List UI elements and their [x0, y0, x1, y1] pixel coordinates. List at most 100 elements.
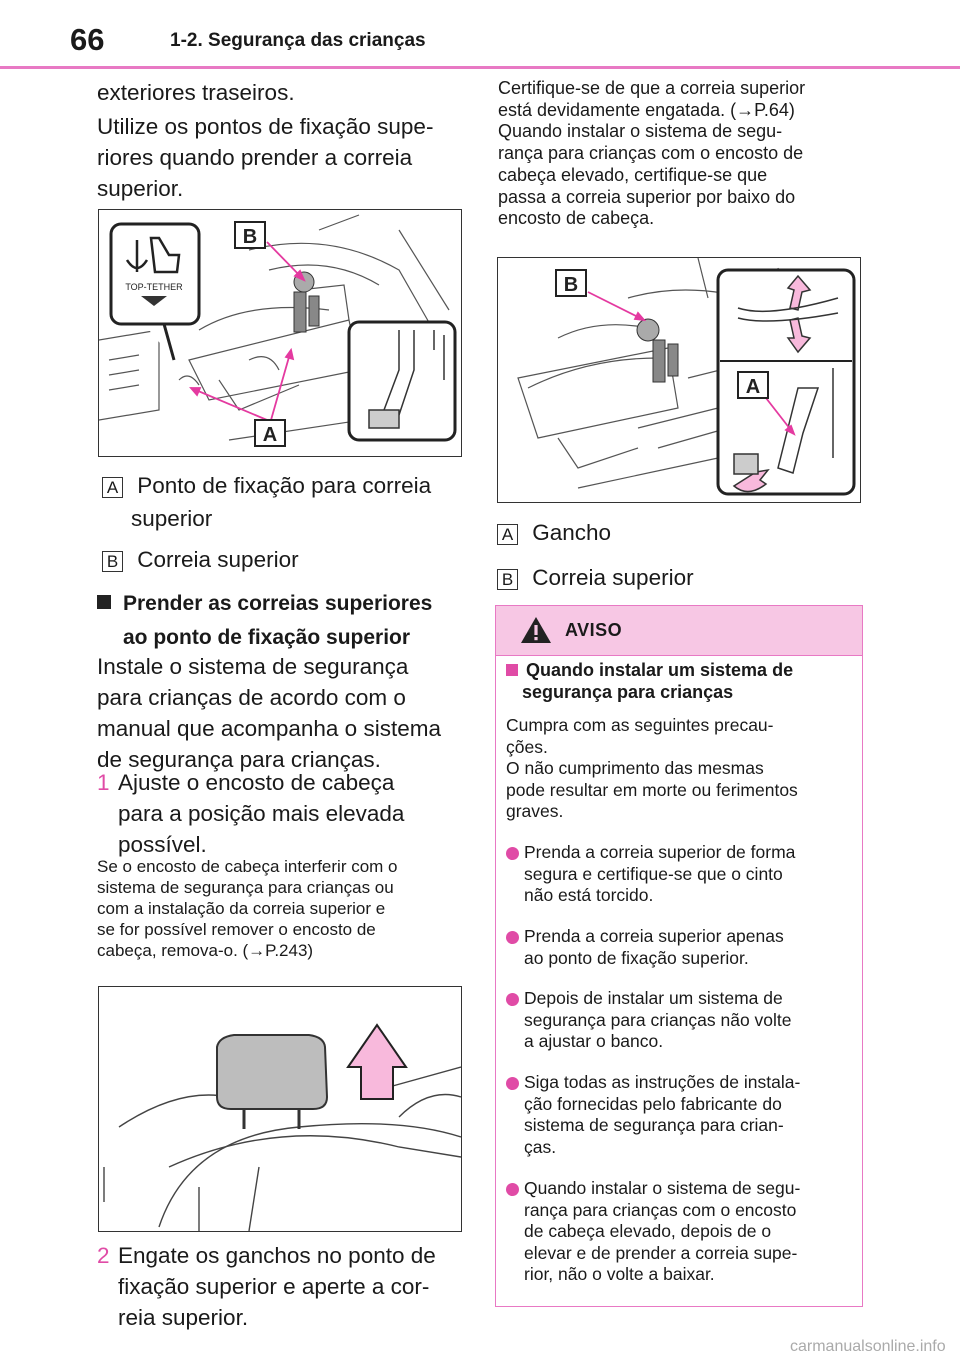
legend-a-left: A Ponto de fixação para correia superior — [102, 470, 472, 534]
warning-box: AVISO Quando instalar um sistema de segu… — [495, 605, 863, 1307]
legend-text: Correia superior — [137, 547, 299, 572]
step-line: fixação superior e aperte a cor- — [118, 1274, 430, 1299]
text-line: superior. — [97, 176, 184, 201]
text-line: Utilize os pontos de fixação supe- — [97, 114, 434, 139]
callout-b: B — [243, 226, 257, 248]
step-line: reia superior. — [118, 1305, 249, 1330]
warning-intro: Cumpra com as seguintes precau- ções. O … — [506, 715, 851, 823]
text-line: ções. — [506, 736, 548, 757]
bullet-line: elevar e de prender a correia supe- — [524, 1242, 798, 1263]
legend-a-right: A Gancho — [497, 517, 867, 548]
heading-marker — [97, 595, 111, 609]
figure-3-drawing — [103, 1023, 461, 1231]
note-line: cabeça, remova-o. (→P.243) — [97, 941, 314, 960]
text-line: Instale o sistema de segurança — [97, 654, 409, 679]
step-number: 2 — [97, 1243, 110, 1268]
legend-text: Ponto de fixação para correia — [137, 473, 432, 498]
text-line: está devidamente engatada. (→P.64) — [498, 99, 795, 120]
legend-key: B — [102, 551, 123, 572]
header-rule — [0, 66, 960, 69]
legend-b-right: B Correia superior — [497, 562, 867, 593]
heading-marker — [506, 664, 518, 676]
step-number: 1 — [97, 770, 110, 795]
procedure-heading: Prender as correias superiores ao ponto … — [97, 588, 467, 653]
text-line: passa a correia superior por baixo do — [498, 186, 796, 207]
warning-triangle-icon — [521, 617, 551, 643]
text-line: rança para crianças com o encosto de — [498, 143, 804, 164]
text-line: O não cumprimento das mesmas — [506, 758, 764, 778]
heading-line: Prender as correias superiores — [123, 592, 433, 615]
warning-bullet: Quando instalar o sistema de segu- rança… — [506, 1178, 851, 1286]
figure-2-drawing: B A — [517, 258, 856, 496]
bullet-dot — [506, 1183, 519, 1196]
text-line: para crianças de acordo com o — [97, 685, 406, 710]
bullet-line: segurança para crianças não volte — [524, 1009, 792, 1030]
text-line: cabeça elevado, certifique-se que — [498, 164, 768, 185]
note-line: com a instalação da correia superior e — [97, 899, 386, 918]
text-line: Cumpra com as seguintes precau- — [506, 715, 774, 735]
bullet-line: sistema de segurança para crian- — [524, 1115, 784, 1135]
legend-key: A — [102, 477, 123, 498]
warning-header: AVISO — [496, 606, 862, 656]
text-line: encosto de cabeça. — [498, 208, 655, 229]
right-intro: Certifique-se de que a correia superior … — [498, 78, 868, 230]
warning-heading: Quando instalar um sistema de segurança … — [506, 660, 851, 703]
note-line: se for possível remover o encosto de — [97, 920, 376, 939]
note-line: sistema de segurança para crianças ou — [97, 878, 394, 897]
note-line: Se o encosto de cabeça interferir com o — [97, 857, 398, 876]
bullet-line: não está torcido. — [524, 885, 654, 905]
figure-top-tether-anchor: TOP-TETHER B A — [98, 209, 462, 457]
bullet-dot — [506, 847, 519, 860]
legend-key: B — [497, 569, 518, 590]
warning-title: AVISO — [565, 620, 623, 640]
bullet-dot — [506, 993, 519, 1006]
text-line: riores quando prender a correia — [97, 145, 413, 170]
callout-b: B — [564, 274, 578, 296]
watermark: carmanualsonline.info — [790, 1338, 946, 1355]
text-line: Quando instalar o sistema de segu- — [498, 121, 783, 142]
legend-text: Correia superior — [532, 565, 694, 590]
bullet-line: de cabeça elevado, depois de o — [524, 1221, 772, 1241]
bullet-line: rior, não o volte a baixar. — [524, 1264, 715, 1284]
warning-bullet: Siga todas as instruções de instala- ção… — [506, 1072, 851, 1158]
text-line: Certifique-se de que a correia superior — [498, 78, 806, 98]
figure-1-drawing: TOP-TETHER B A — [99, 214, 457, 447]
step-line: para a posição mais elevada — [118, 801, 405, 826]
section-title: 1-2. Segurança das crianças — [170, 30, 426, 51]
warning-heading-line: Quando instalar um sistema de — [526, 660, 794, 680]
warning-bullet: Prenda a correia superior apenas ao pont… — [506, 926, 851, 969]
callout-a: A — [263, 424, 277, 446]
legend-b-left: B Correia superior — [102, 544, 472, 575]
bullet-line: Depois de instalar um sistema de — [524, 988, 783, 1008]
bullet-line: ças. — [524, 1136, 557, 1157]
figure-strap-hook: B A — [497, 257, 861, 503]
bullet-line: Siga todas as instruções de instala- — [524, 1072, 801, 1092]
heading-line: ao ponto de fixação superior — [123, 626, 411, 649]
step-line: possível. — [118, 832, 207, 857]
bullet-line: ção fornecidas pelo fabricante do — [524, 1093, 782, 1114]
figure-headrest-raise — [98, 986, 462, 1232]
bullet-line: Prenda a correia superior apenas — [524, 926, 784, 946]
text-line: exteriores traseiros. — [97, 80, 295, 105]
legend-key: A — [497, 524, 518, 545]
bullet-line: segura e certifique-se que o cinto — [524, 863, 783, 884]
page-number: 66 — [70, 22, 105, 57]
bullet-line: ao ponto de fixação superior. — [524, 947, 749, 968]
bullet-line: Quando instalar o sistema de segu- — [524, 1178, 801, 1198]
warning-heading-line: segurança para crianças — [522, 681, 734, 702]
bullet-line: rança para crianças com o encosto — [524, 1199, 797, 1220]
step-2: 2 Engate os ganchos no ponto de fixação … — [97, 1240, 467, 1330]
text-line: graves. — [506, 801, 564, 821]
callout-a: A — [746, 376, 760, 398]
text-line: pode resultar em morte ou ferimentos — [506, 779, 798, 800]
bullet-dot — [506, 1077, 519, 1090]
tether-label: TOP-TETHER — [125, 282, 183, 292]
bullet-line: a ajustar o banco. — [524, 1031, 664, 1051]
note: Se o encosto de cabeça interferir com o … — [97, 856, 467, 961]
step-1: 1 Ajuste o encosto de cabeça para a posi… — [97, 767, 467, 857]
warning-bullet: Depois de instalar um sistema de seguran… — [506, 988, 851, 1053]
bullet-dot — [506, 931, 519, 944]
text-line: manual que acompanha o sistema — [97, 716, 441, 741]
text-line: de segurança para crianças. — [97, 747, 381, 772]
legend-text: Gancho — [532, 520, 612, 545]
